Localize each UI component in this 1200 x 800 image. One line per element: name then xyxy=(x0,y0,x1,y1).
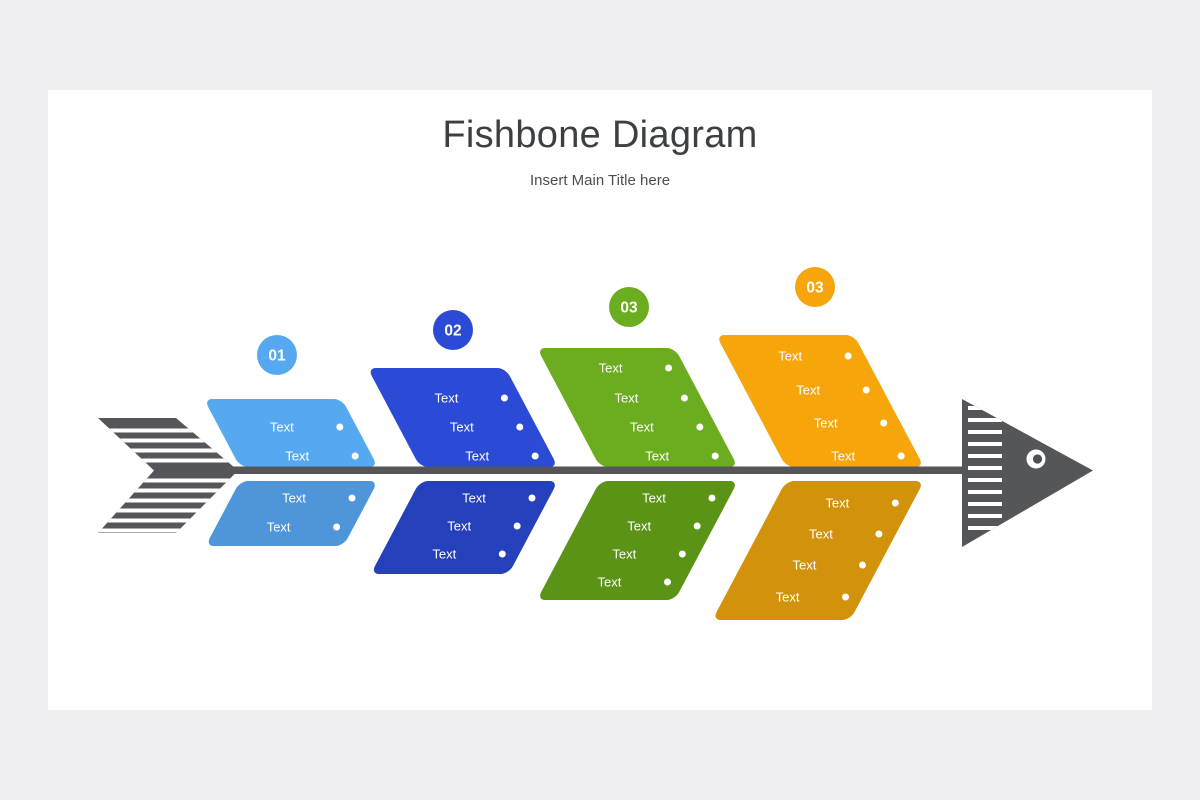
bone-label: Text xyxy=(776,590,800,605)
bone-dot xyxy=(333,523,341,531)
bone-dot xyxy=(711,452,719,460)
bone-label: Text xyxy=(598,575,622,590)
head-stripe xyxy=(968,526,1002,530)
head-stripe xyxy=(968,466,1002,470)
bone-dot xyxy=(880,419,888,427)
head-stripe xyxy=(968,454,1002,458)
bone-dot xyxy=(708,494,716,502)
bone-dot xyxy=(351,452,359,460)
tail-stripe xyxy=(98,438,238,443)
bone-dot xyxy=(844,352,852,360)
head-stripe xyxy=(968,406,1002,410)
page-subtitle: Insert Main Title here xyxy=(529,172,671,189)
fish-tail xyxy=(98,418,238,533)
tail-stripe xyxy=(98,498,238,503)
bone-label: Text xyxy=(282,491,306,506)
bone-bottom-shape xyxy=(540,481,735,600)
head-stripe xyxy=(968,478,1002,482)
fish-spine xyxy=(170,466,995,474)
bone-top-shape xyxy=(207,399,375,467)
bone-dot xyxy=(842,593,850,601)
bone-bottom-shape xyxy=(373,481,555,574)
bone-dot xyxy=(528,494,536,502)
bone-dot xyxy=(516,423,524,431)
badge-label: 03 xyxy=(806,280,824,297)
bone-dot xyxy=(336,423,344,431)
bone-label: Text xyxy=(285,449,309,464)
bone-label: Text xyxy=(793,558,817,573)
bone-label: Text xyxy=(796,383,820,398)
bone-label: Text xyxy=(627,519,651,534)
bone-label: Text xyxy=(432,547,456,562)
tail-stripe xyxy=(98,508,238,513)
bone-dot xyxy=(858,561,866,569)
tail-stripe xyxy=(98,428,238,433)
badge-label: 01 xyxy=(268,348,286,365)
bone-bottom-shape xyxy=(208,481,375,546)
fish-eye-pupil xyxy=(1032,454,1043,464)
page-title: Fishbone Diagram xyxy=(442,114,758,156)
bone-label: Text xyxy=(809,527,833,542)
bone-label: Text xyxy=(447,519,471,534)
badge xyxy=(433,310,473,350)
bone-dot xyxy=(498,550,506,558)
bone-top-shape xyxy=(370,368,555,467)
badge-label: 03 xyxy=(620,300,638,317)
head-stripe xyxy=(968,514,1002,518)
bone-dot xyxy=(891,499,899,507)
tail-stripe xyxy=(98,458,238,463)
bone-dot xyxy=(693,522,701,530)
fish-head xyxy=(962,399,1093,547)
tail-stripe xyxy=(98,448,238,453)
bone-label: Text xyxy=(615,391,639,406)
bone-label: Text xyxy=(642,491,666,506)
bone-label: Text xyxy=(599,361,623,376)
bone-label: Text xyxy=(270,420,294,435)
bone-label: Text xyxy=(612,547,636,562)
bone-bottom-shape xyxy=(715,481,921,620)
tail-stripe xyxy=(98,488,238,493)
tail-stripe xyxy=(98,528,238,533)
bone-dot xyxy=(348,494,356,502)
badge xyxy=(609,287,649,327)
bone-label: Text xyxy=(825,496,849,511)
bone-dot xyxy=(678,550,686,558)
head-stripe xyxy=(968,490,1002,494)
bone-dot xyxy=(680,394,688,402)
head-stripe xyxy=(968,502,1002,506)
bone-label: Text xyxy=(462,491,486,506)
bone-label: Text xyxy=(267,520,291,535)
tail-stripe xyxy=(98,478,238,483)
bone-label: Text xyxy=(831,449,855,464)
bone-dot xyxy=(531,452,539,460)
bone-label: Text xyxy=(630,420,654,435)
badge xyxy=(795,267,835,307)
bone-label: Text xyxy=(450,420,474,435)
head-stripe xyxy=(968,418,1002,422)
bone-dot xyxy=(696,423,704,431)
badge xyxy=(257,335,297,375)
bone-dot xyxy=(513,522,521,530)
head-stripe xyxy=(968,430,1002,434)
bone-top-shape xyxy=(540,348,735,467)
bone-dot xyxy=(663,578,671,586)
bone-label: Text xyxy=(465,449,489,464)
bone-dot xyxy=(862,386,870,394)
badge-label: 02 xyxy=(444,323,461,340)
head-stripe xyxy=(968,442,1002,446)
bone-label: Text xyxy=(435,391,459,406)
bone-label: Text xyxy=(645,449,669,464)
bone-dot xyxy=(875,530,883,538)
bone-label: Text xyxy=(778,349,802,364)
bone-dot xyxy=(897,452,905,460)
bone-top-shape xyxy=(719,335,921,467)
bone-dot xyxy=(500,394,508,402)
bone-label: Text xyxy=(814,416,838,431)
bone-dot xyxy=(665,364,673,372)
tail-stripe xyxy=(98,518,238,523)
